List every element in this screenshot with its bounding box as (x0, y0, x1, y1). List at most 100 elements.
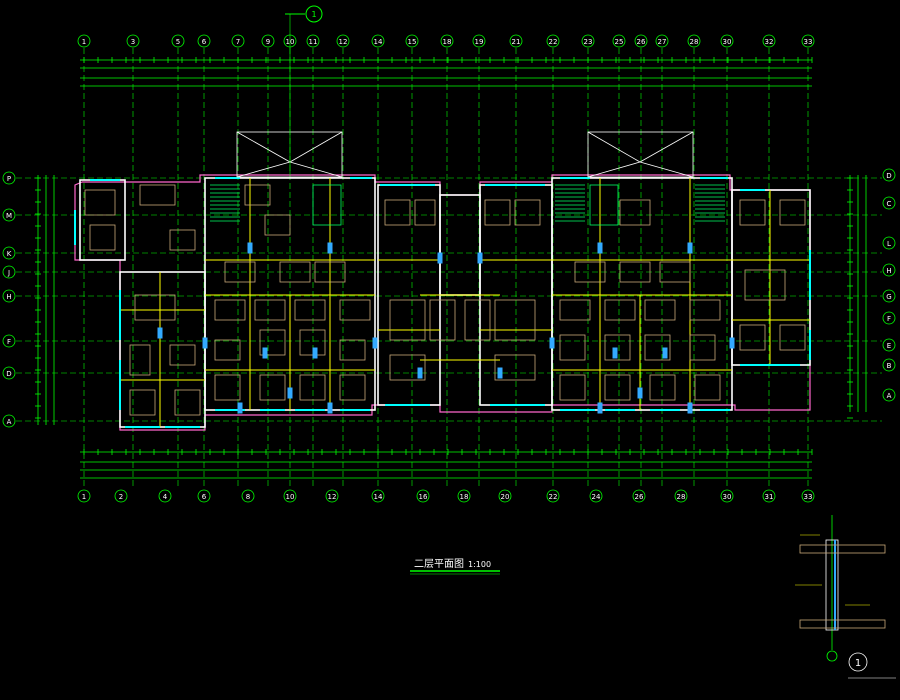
axis-label: 9 (266, 38, 270, 46)
axis-label: L (887, 240, 891, 248)
axis-label: 20 (501, 493, 510, 501)
axis-bubble-top: 18 (440, 34, 454, 48)
axis-label: 24 (592, 493, 601, 501)
axis-label: 30 (723, 38, 732, 46)
axis-label: A (7, 418, 12, 426)
axis-label: 8 (246, 493, 250, 501)
windows (74, 177, 811, 428)
axis-bubble-bottom: 8 (241, 489, 255, 503)
section-mark-top: 1 (285, 5, 323, 175)
axis-label: 11 (309, 38, 318, 46)
axis-bubble-bottom: 1 (77, 489, 91, 503)
axis-bubble-top: 33 (801, 34, 815, 48)
section-mark-number: 1 (311, 10, 316, 19)
side-dimension-lines (37, 175, 867, 425)
axis-label: 30 (723, 493, 732, 501)
axis-bubble-bottom: 30 (720, 489, 734, 503)
axis-label: 22 (549, 38, 558, 46)
axis-bubble-top: 14 (371, 34, 385, 48)
axis-label: H (886, 267, 891, 275)
dimension-ticks (35, 57, 853, 455)
axis-bubble-top: 7 (231, 34, 245, 48)
axis-label: 32 (765, 38, 774, 46)
axis-bubble-top: 21 (509, 34, 523, 48)
top-dimension-lines (80, 59, 812, 87)
axis-bubble-right: G (882, 289, 896, 303)
axis-bubble-right: L (882, 236, 896, 250)
axis-bubble-left: F (2, 334, 16, 348)
axis-label: 14 (374, 38, 383, 46)
axis-bubble-top: 28 (687, 34, 701, 48)
axis-bubble-left: P (2, 171, 16, 185)
axis-bubble-bottom: 22 (546, 489, 560, 503)
axis-label: 22 (549, 493, 558, 501)
axis-label: 28 (677, 493, 686, 501)
axis-label: 6 (202, 493, 207, 501)
axis-bubble-top: 25 (612, 34, 626, 48)
axis-bubble-right: C (882, 196, 896, 210)
axis-label: 7 (236, 38, 240, 46)
axis-label: F (887, 315, 891, 323)
axis-bubble-top: 27 (655, 34, 669, 48)
axis-label: 1 (82, 38, 86, 46)
axis-bubble-bottom: 14 (371, 489, 385, 503)
axis-label: 33 (804, 493, 813, 501)
axis-label: 26 (637, 38, 646, 46)
axis-label: 14 (374, 493, 383, 501)
axis-label: C (887, 200, 892, 208)
axis-label: F (7, 338, 11, 346)
axis-bubble-top: 32 (762, 34, 776, 48)
axis-label: 21 (512, 38, 521, 46)
partition-walls (120, 178, 810, 427)
doors (157, 242, 735, 414)
axis-bubble-top: 1 (77, 34, 91, 48)
axis-bubble-left: A (2, 414, 16, 428)
axis-label: 12 (339, 38, 348, 46)
axis-bubble-bottom: 16 (416, 489, 430, 503)
roof-canopies (236, 131, 694, 178)
axis-bubble-right: H (882, 263, 896, 277)
axis-bubble-right: D (882, 168, 896, 182)
building-outline (74, 174, 811, 431)
axis-label: B (887, 362, 892, 370)
axis-bubble-top: 12 (336, 34, 350, 48)
axis-bubble-bottom: 33 (801, 489, 815, 503)
axis-bubble-left: D (2, 366, 16, 380)
axis-label: M (6, 212, 12, 220)
axis-bubble-top: 3 (126, 34, 140, 48)
axis-bubble-left: K (2, 246, 16, 260)
axis-bubble-bottom: 18 (457, 489, 471, 503)
bottom-dimension-lines (80, 451, 812, 479)
axis-bubble-bottom: 26 (632, 489, 646, 503)
axis-label: J (7, 269, 10, 277)
axis-label: 18 (460, 493, 469, 501)
axis-bubble-right: F (882, 311, 896, 325)
axis-bubble-top: 26 (634, 34, 648, 48)
axis-label: 19 (475, 38, 484, 46)
axis-label: 16 (419, 493, 428, 501)
axis-label: 31 (765, 493, 774, 501)
axis-label: 3 (131, 38, 135, 46)
axis-bubble-bottom: 28 (674, 489, 688, 503)
axis-bubble-top: 15 (405, 34, 419, 48)
axis-bubble-left: H (2, 289, 16, 303)
axis-bubble-right: A (882, 388, 896, 402)
axis-label: 6 (202, 38, 207, 46)
axis-bubble-top: 19 (472, 34, 486, 48)
axis-label: P (7, 175, 11, 183)
horizontal-axis-lines (16, 177, 882, 422)
axis-bubble-top: 5 (171, 34, 185, 48)
axis-label: 28 (690, 38, 699, 46)
axis-label: D (886, 172, 891, 180)
axis-bubble-bottom: 20 (498, 489, 512, 503)
axis-label: 2 (119, 493, 123, 501)
axis-label: G (886, 293, 891, 301)
wall-section-detail: 1 (795, 515, 896, 679)
axis-bubble-bottom: 10 (283, 489, 297, 503)
axis-label: 26 (635, 493, 644, 501)
axis-label: 23 (584, 38, 593, 46)
